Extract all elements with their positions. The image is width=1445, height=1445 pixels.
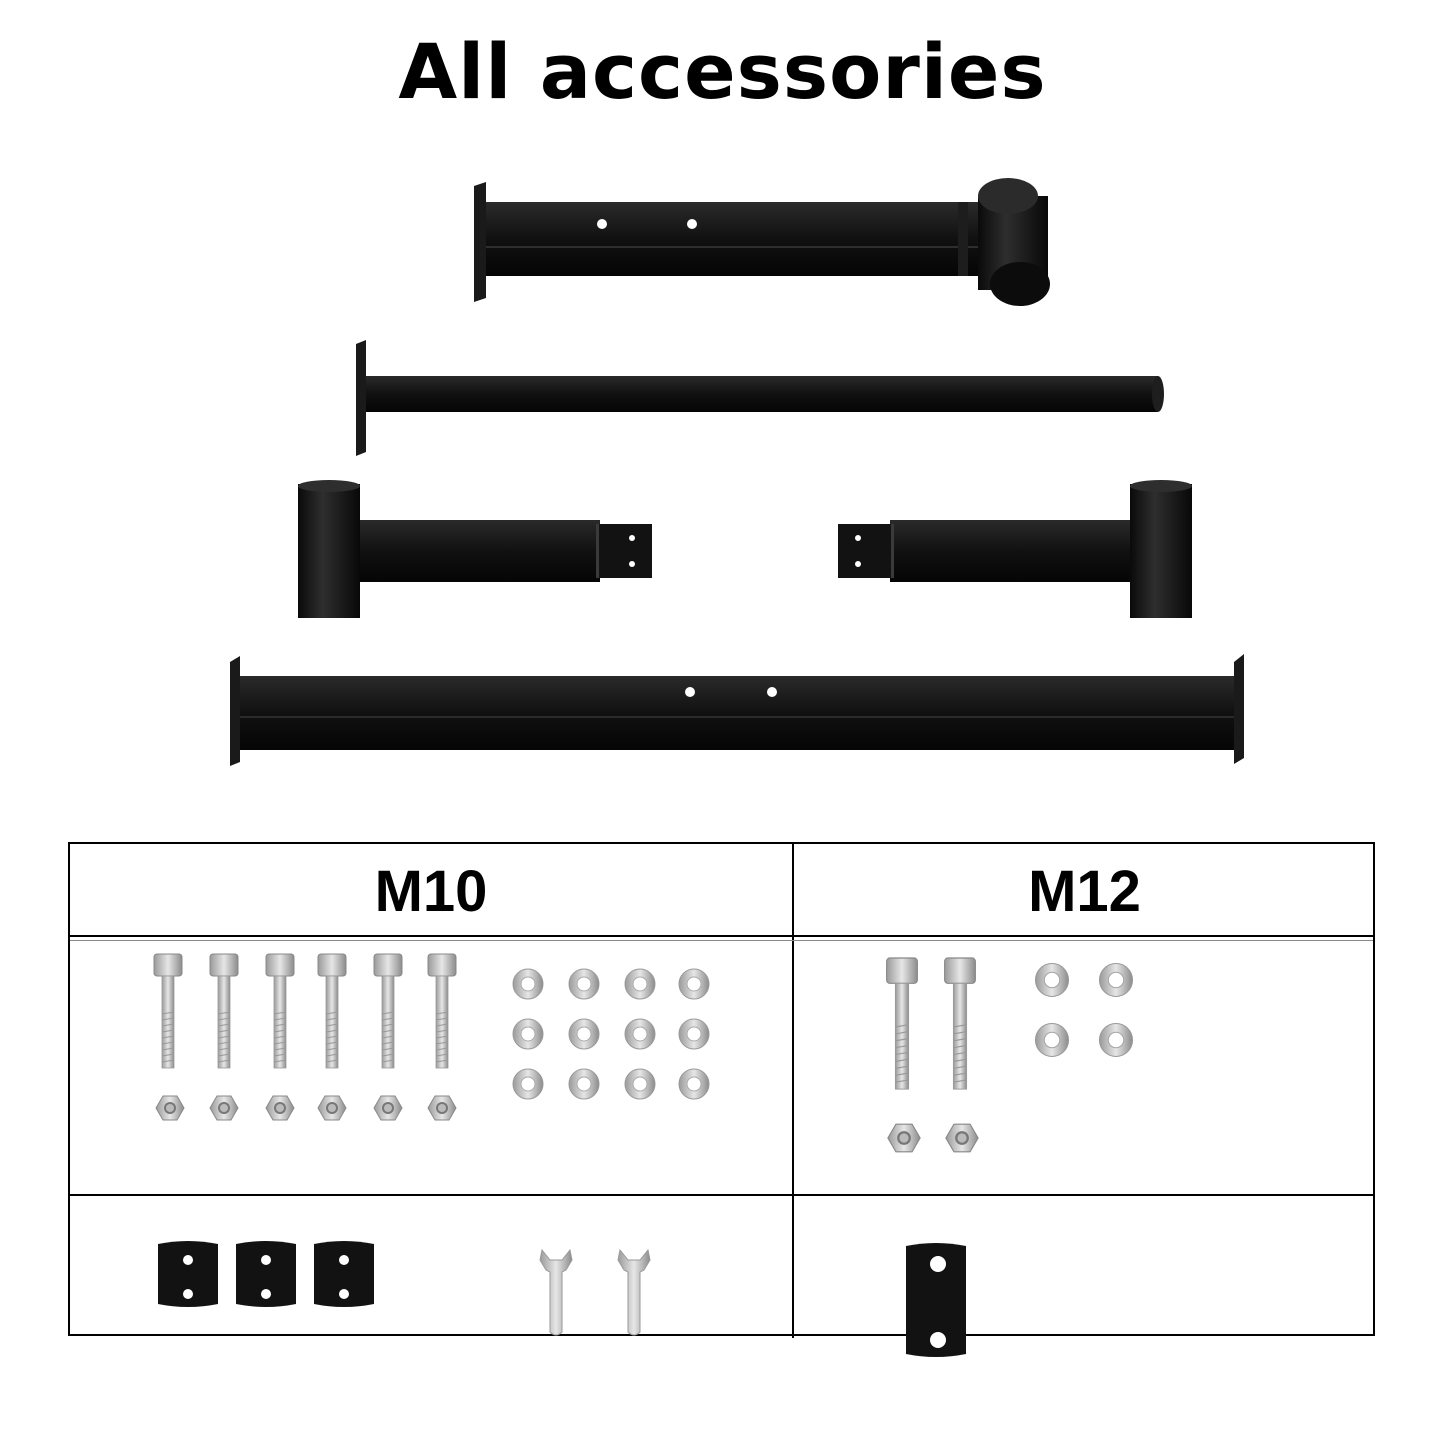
washer-icon bbox=[512, 1018, 544, 1050]
wrench-icon bbox=[617, 1249, 651, 1336]
bolt-icon bbox=[886, 957, 918, 1090]
part-long-square-bar bbox=[230, 654, 1244, 766]
washer-icon bbox=[512, 1068, 544, 1100]
nut-icon bbox=[427, 1095, 457, 1121]
washer-icon bbox=[678, 1018, 710, 1050]
plate-icon bbox=[236, 1241, 296, 1307]
washer-icon bbox=[678, 1068, 710, 1100]
washer-icon bbox=[1098, 1022, 1134, 1058]
row-divider bbox=[70, 1194, 1373, 1196]
washer-icon bbox=[1098, 962, 1134, 998]
washer-icon bbox=[512, 968, 544, 1000]
metal-parts-illustration bbox=[230, 178, 1244, 766]
bolt-icon bbox=[373, 953, 403, 1069]
washer-icon bbox=[624, 1018, 656, 1050]
nut-icon bbox=[209, 1095, 239, 1121]
page-title: All accessories bbox=[398, 27, 1047, 116]
m12-bolts bbox=[886, 957, 976, 1090]
column-divider bbox=[792, 844, 794, 1338]
washer-icon bbox=[624, 968, 656, 1000]
part-round-bar bbox=[356, 340, 1164, 456]
bolt-icon bbox=[427, 953, 457, 1069]
plate-icon bbox=[158, 1241, 218, 1307]
column-header-m12: M12 bbox=[1028, 859, 1141, 924]
nut-icon bbox=[945, 1123, 979, 1153]
wrenches bbox=[539, 1249, 651, 1336]
plate-icon bbox=[314, 1241, 374, 1307]
nut-icon bbox=[317, 1095, 347, 1121]
m10-plates bbox=[158, 1241, 374, 1307]
washer-icon bbox=[1034, 962, 1070, 998]
bolt-icon bbox=[265, 953, 295, 1069]
header-divider-shadow bbox=[70, 940, 1373, 941]
header-divider bbox=[70, 935, 1373, 937]
washer-icon bbox=[568, 1068, 600, 1100]
wrench-icon bbox=[539, 1249, 573, 1336]
washer-icon bbox=[624, 1068, 656, 1100]
part-left-cylinder-arm bbox=[298, 480, 652, 618]
washer-icon bbox=[1034, 1022, 1070, 1058]
bolt-icon bbox=[317, 953, 347, 1069]
washer-icon bbox=[678, 968, 710, 1000]
nut-icon bbox=[155, 1095, 185, 1121]
m12-plates bbox=[906, 1243, 966, 1357]
part-right-cylinder-arm bbox=[838, 480, 1192, 618]
washer-icon bbox=[568, 1018, 600, 1050]
hardware-table: M10 M12 bbox=[68, 842, 1375, 1338]
nut-icon bbox=[373, 1095, 403, 1121]
column-header-m10: M10 bbox=[374, 859, 488, 924]
m10-washers bbox=[512, 968, 710, 1100]
bolt-icon bbox=[944, 957, 976, 1090]
m12-washers bbox=[1034, 962, 1134, 1058]
m10-bolts bbox=[153, 953, 457, 1069]
bolt-icon bbox=[209, 953, 239, 1069]
m12-nuts bbox=[887, 1123, 979, 1153]
bolt-icon bbox=[153, 953, 183, 1069]
plate-icon bbox=[906, 1243, 966, 1357]
m10-nuts bbox=[155, 1095, 457, 1121]
part-bracket-arm bbox=[474, 178, 1050, 306]
nut-icon bbox=[265, 1095, 295, 1121]
washer-icon bbox=[568, 968, 600, 1000]
nut-icon bbox=[887, 1123, 921, 1153]
